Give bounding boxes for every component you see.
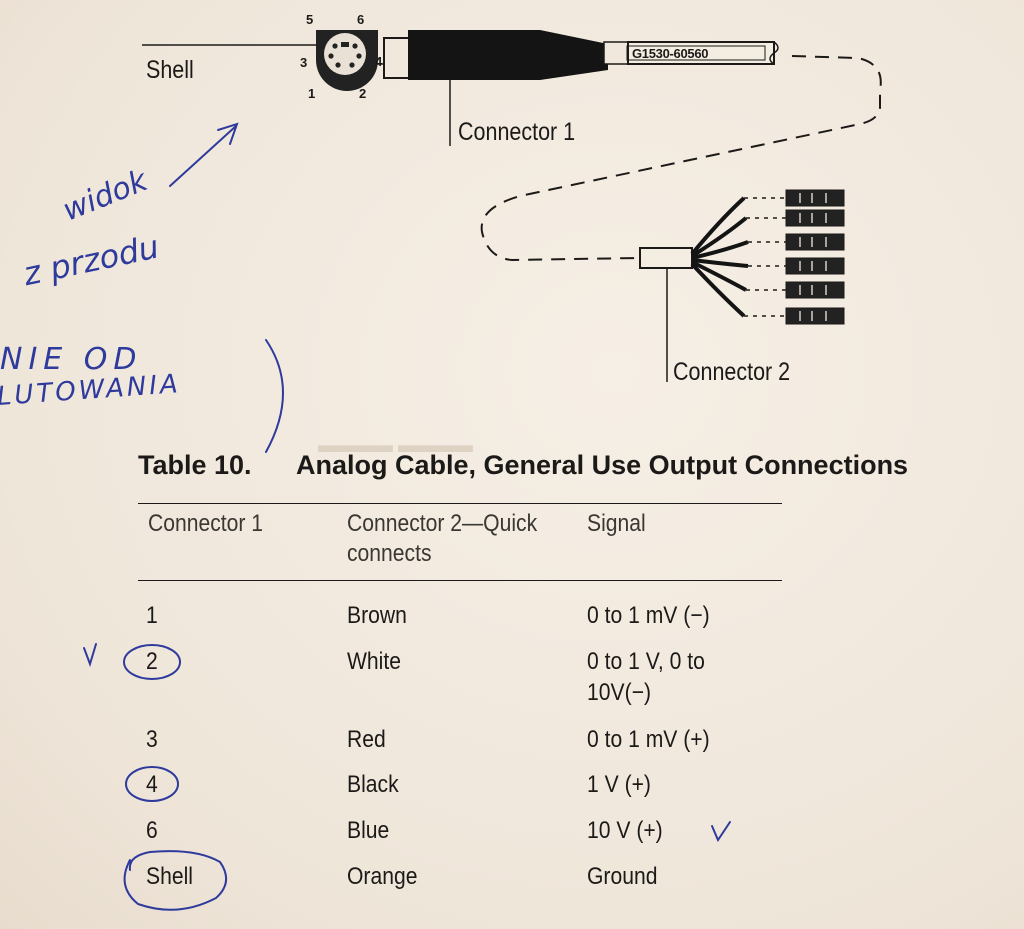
cell-connector1: 3 — [146, 726, 158, 753]
cell-connector1: 1 — [146, 602, 158, 629]
cell-connector2: White — [347, 648, 401, 675]
cell-signal: 10 V (+) — [587, 817, 663, 844]
pin-label-4: 4 — [375, 54, 383, 69]
table-caption: Table 10. Analog Cable, General Use Outpu… — [138, 450, 908, 481]
pin-label-6: 6 — [357, 12, 365, 27]
cell-connector1: 6 — [146, 817, 158, 844]
cell-signal: 0 to 1 mV (−) — [587, 602, 710, 629]
cell-signal: Ground — [587, 863, 658, 890]
column-header-signal: Signal — [587, 510, 646, 537]
table-title: Analog Cable, General Use Output Connect… — [296, 450, 909, 480]
cell-connector2: Brown — [347, 602, 407, 629]
bleed-through-text: ▬▬▬▬ ▬▬▬▬ — [318, 432, 473, 457]
cell-connector2: Blue — [347, 817, 390, 844]
cell-connector1: 4 — [146, 771, 158, 798]
shell-label: Shell — [146, 56, 194, 84]
column-header-connector2: Connector 2—Quick — [347, 510, 538, 537]
ink-circle-shell — [123, 850, 227, 911]
cell-connector1: Shell — [146, 863, 193, 890]
ink-circle-2 — [123, 644, 181, 680]
ink-circle-4 — [125, 766, 179, 802]
table-header-rule — [138, 580, 782, 581]
connector1-label: Connector 1 — [458, 118, 576, 146]
handwritten-bracket — [265, 339, 284, 453]
cell-connector2: Black — [347, 771, 399, 798]
column-header-connector1: Connector 1 — [148, 510, 264, 537]
cell-signal: 0 to 1 V, 0 to — [587, 648, 705, 675]
cell-signal: 1 V (+) — [587, 771, 651, 798]
pin-label-5: 5 — [306, 12, 314, 27]
tick-mark-right — [711, 821, 731, 843]
cable-part-number: G1530-60560 — [632, 46, 709, 61]
tick-mark-left — [83, 643, 97, 668]
cell-signal: 0 to 1 mV (+) — [587, 726, 710, 753]
cell-connector2: Red — [347, 726, 386, 753]
cell-connector1: 2 — [146, 648, 158, 675]
pin-label-1: 1 — [308, 86, 316, 101]
connector2-label: Connector 2 — [673, 358, 791, 386]
table-number: Table 10. — [138, 450, 252, 480]
quick-connect-terminals — [785, 189, 845, 325]
handwritten-note-line3: NIE OD — [0, 342, 143, 377]
handwritten-arrow — [169, 125, 237, 187]
column-header-connector2-line2: connects — [347, 540, 432, 567]
cell-connector2: Orange — [347, 863, 418, 890]
cell-signal-continued: 10V(−) — [587, 679, 651, 706]
pin-label-2: 2 — [359, 86, 367, 101]
table-top-rule — [138, 503, 782, 504]
pin-label-3: 3 — [300, 55, 308, 70]
